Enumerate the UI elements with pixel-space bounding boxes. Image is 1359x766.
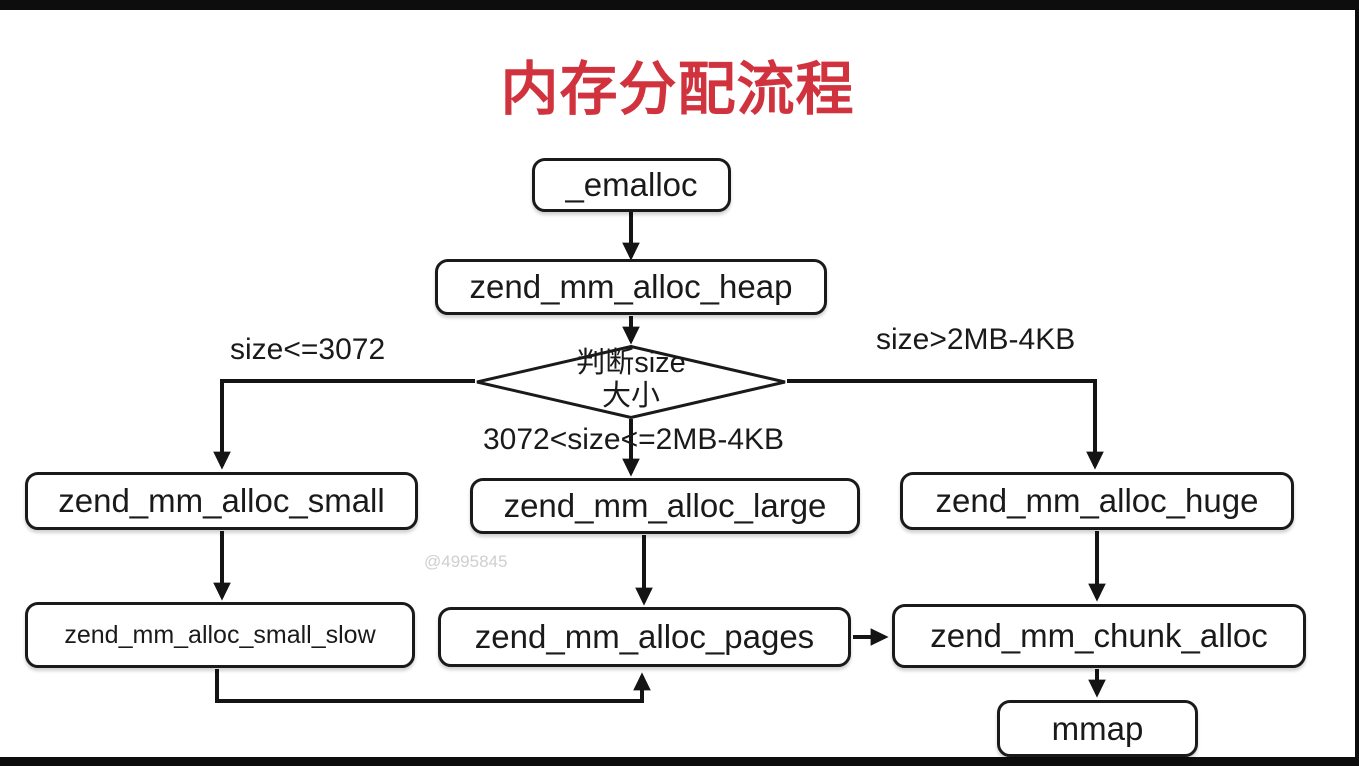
- condition-label-small: size<=3072: [230, 333, 386, 366]
- condition-label-large: 3072<size<=2MB-4KB: [483, 423, 785, 456]
- node-zend-mm-alloc-huge: zend_mm_alloc_huge: [900, 472, 1294, 530]
- node-label: zend_mm_alloc_heap: [469, 268, 793, 305]
- watermark: @4995845: [424, 552, 508, 571]
- node-zend-mm-alloc-heap: zend_mm_alloc_heap: [435, 259, 827, 315]
- letterbox-bottom: [0, 757, 1359, 766]
- node-label: zend_mm_chunk_alloc: [930, 617, 1268, 654]
- node-label: _emalloc: [565, 166, 698, 203]
- decision-label: 判断size 大小: [475, 347, 787, 413]
- node-decision-size: 判断size 大小: [475, 345, 787, 419]
- node-zend-mm-alloc-small: zend_mm_alloc_small: [25, 472, 418, 530]
- condition-label-huge: size>2MB-4KB: [876, 323, 1076, 356]
- letterbox-right: [1355, 0, 1359, 766]
- letterbox-top: [0, 0, 1359, 10]
- node-zend-mm-alloc-small-slow: zend_mm_alloc_small_slow: [25, 602, 415, 668]
- node-zend-mm-alloc-large: zend_mm_alloc_large: [470, 478, 860, 534]
- node-zend-mm-alloc-pages: zend_mm_alloc_pages: [438, 607, 851, 667]
- node-zend-mm-chunk-alloc: zend_mm_chunk_alloc: [892, 604, 1306, 668]
- edge-smallslow-pages: [215, 669, 651, 703]
- decision-diamond-shape: [476, 345, 786, 419]
- node-label: zend_mm_alloc_small_slow: [64, 620, 376, 649]
- node-emalloc: _emalloc: [532, 158, 731, 212]
- decision-label-line1: 判断size: [576, 347, 686, 379]
- edge-decision-huge: [787, 379, 1104, 470]
- node-label: zend_mm_alloc_huge: [935, 482, 1259, 519]
- page-title: 内存分配流程: [500, 57, 855, 122]
- node-mmap: mmap: [997, 700, 1198, 757]
- node-label: zend_mm_alloc_small: [58, 482, 385, 519]
- node-label: zend_mm_alloc_large: [503, 487, 827, 524]
- edge-decision-small: [213, 379, 475, 470]
- node-label: mmap: [1051, 709, 1144, 747]
- decision-label-line2: 大小: [601, 380, 660, 412]
- node-label: zend_mm_alloc_pages: [474, 618, 815, 655]
